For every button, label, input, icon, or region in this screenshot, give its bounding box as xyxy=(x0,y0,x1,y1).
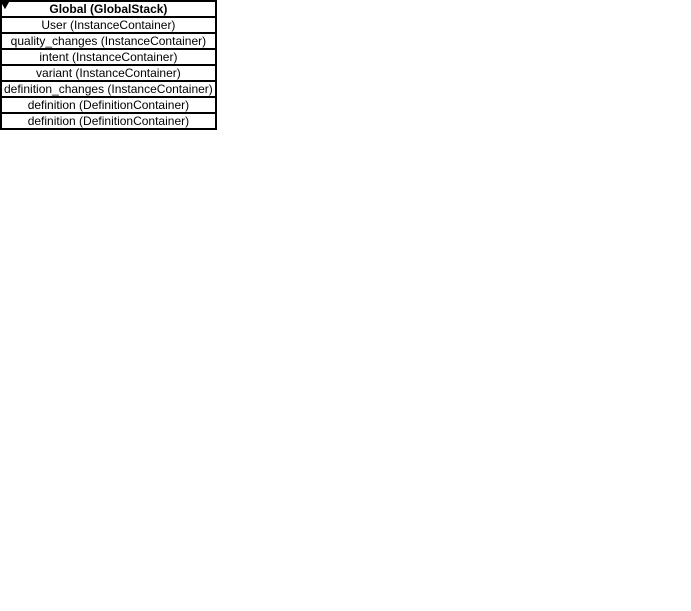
global-stack: Global (GlobalStack) User (InstanceConta… xyxy=(0,0,217,114)
stack-row: User (InstanceContainer) xyxy=(2,16,215,32)
stack-row: intent (InstanceContainer) xyxy=(2,48,215,64)
stack-row: quality_changes (InstanceContainer) xyxy=(2,32,215,48)
stack-row: definition (DefinitionContainer) xyxy=(2,112,215,128)
stack-row: definition (DefinitionContainer) xyxy=(2,96,215,112)
arrow-down-icon xyxy=(0,0,10,9)
stack-row: variant (InstanceContainer) xyxy=(2,64,215,80)
stack-title: Global (GlobalStack) xyxy=(49,2,168,16)
stack-row: definition_changes (InstanceContainer) xyxy=(2,80,215,96)
